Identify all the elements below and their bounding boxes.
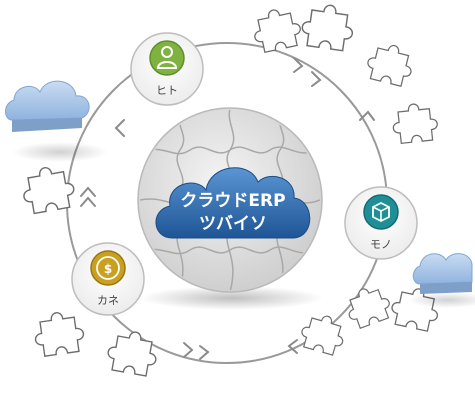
node-mono: モノ (344, 186, 418, 260)
hub-title-line1: クラウドERP (180, 191, 285, 211)
node-hito: ヒト (130, 32, 204, 106)
cloud-left (5, 80, 108, 162)
ring-arrows (80, 57, 375, 360)
yen-coin-icon: $ (90, 250, 126, 286)
hub-cloud: クラウドERP ツバイソ (155, 167, 311, 239)
hub-title-line2: ツバイソ (199, 214, 267, 234)
person-icon (149, 40, 185, 76)
cloud-right (408, 253, 475, 308)
node-kane: $ カネ (71, 242, 145, 316)
cube-icon (363, 194, 399, 230)
node-hito-label: ヒト (156, 84, 178, 97)
node-mono-label: モノ (370, 238, 392, 251)
node-kane-label: カネ (97, 294, 119, 307)
svg-text:$: $ (104, 262, 112, 276)
